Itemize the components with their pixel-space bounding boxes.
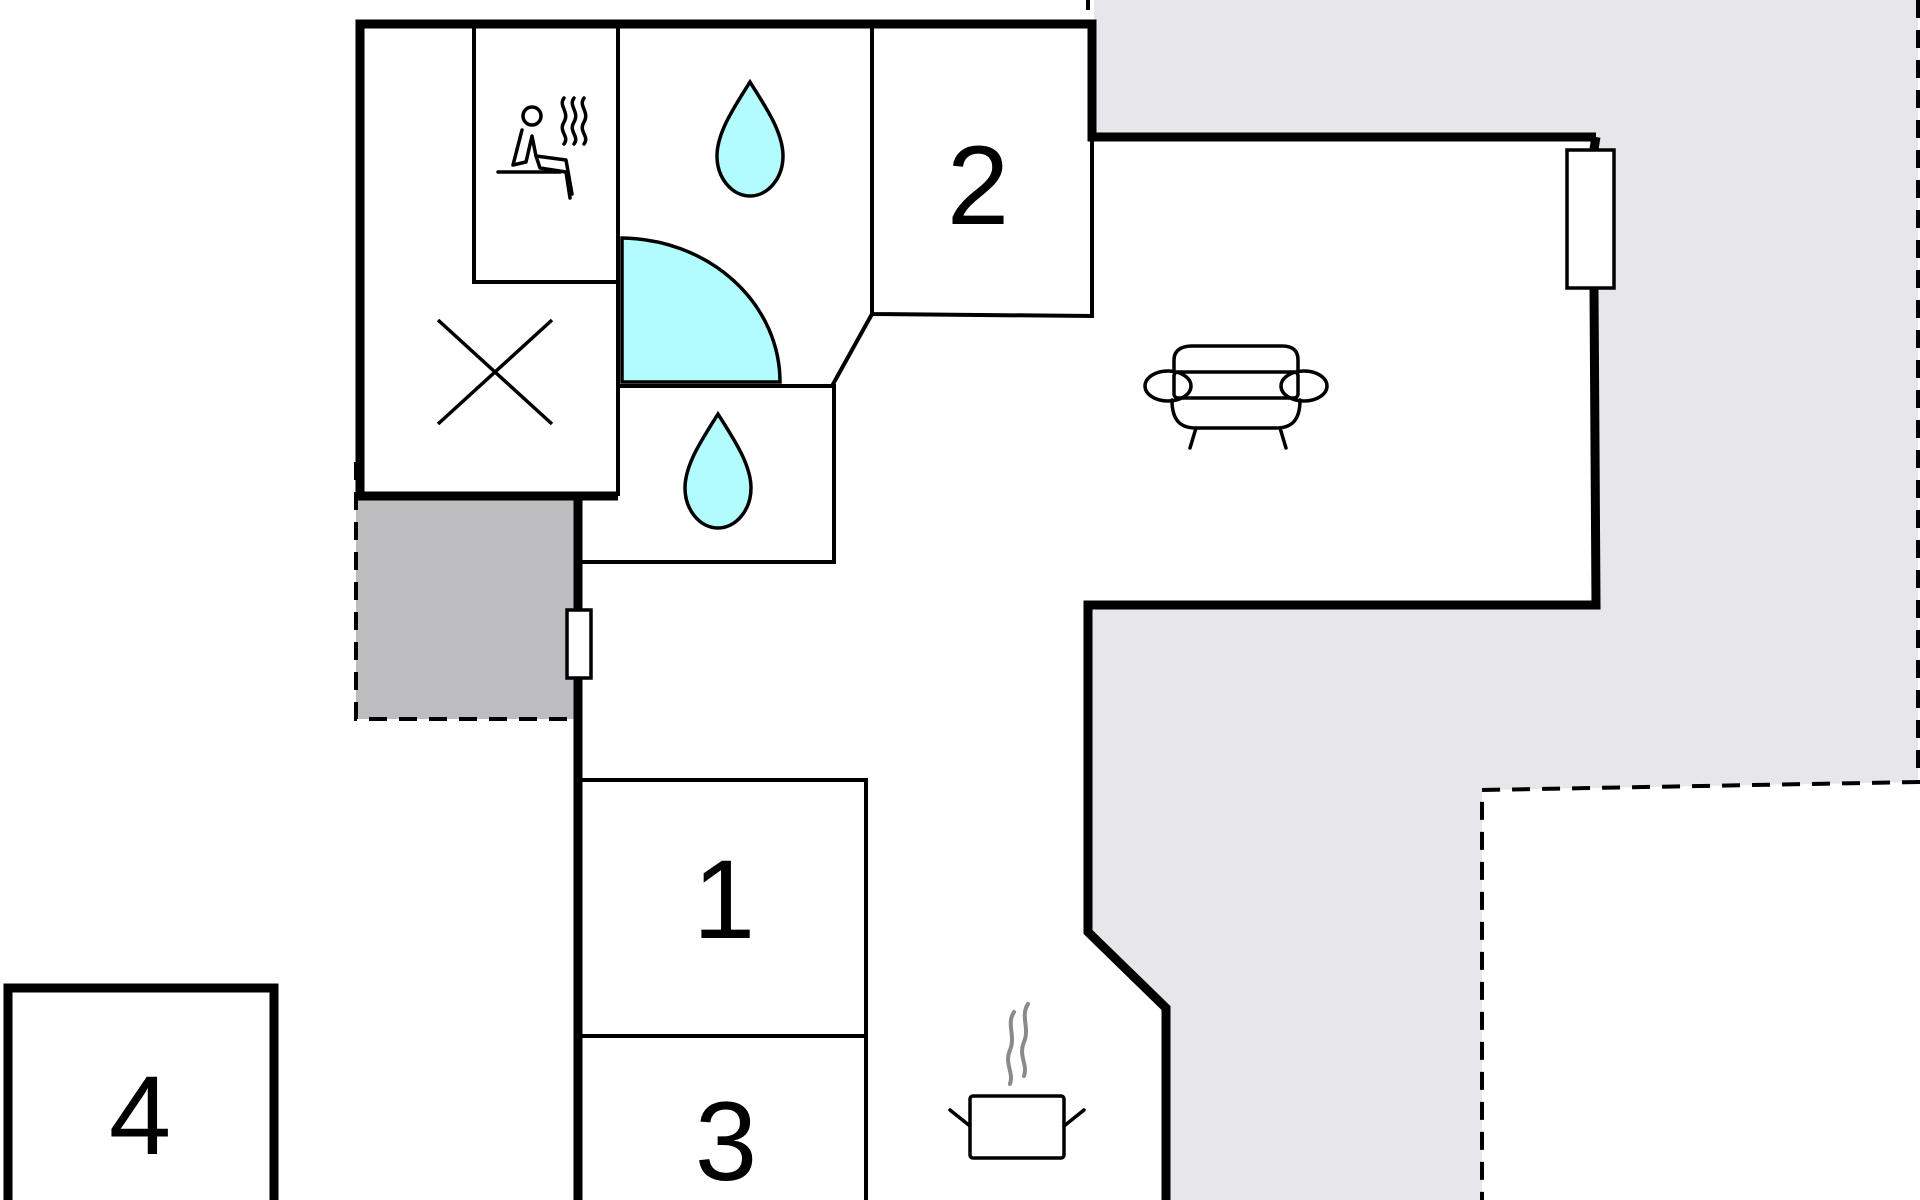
shower-room xyxy=(582,384,836,564)
storage-area xyxy=(354,462,578,721)
terrace-border xyxy=(1086,0,1920,1200)
room-1-number: 1 xyxy=(693,837,755,962)
room-4-number: 4 xyxy=(109,1053,171,1178)
water-drop-icon xyxy=(683,410,753,530)
room-1-3-box xyxy=(582,778,868,1200)
sofa-icon xyxy=(1143,344,1329,450)
east-wall xyxy=(1083,136,1601,1200)
sauna-wall xyxy=(472,28,618,284)
cross-icon xyxy=(436,318,554,426)
room-2-number: 2 xyxy=(947,123,1009,248)
cooking-pot-icon xyxy=(948,1002,1086,1160)
shower-icon xyxy=(620,236,782,384)
terrace-area xyxy=(1086,0,1920,1200)
interior-walls xyxy=(472,28,1094,1200)
sauna-icon xyxy=(496,96,588,200)
window-icon xyxy=(1565,148,1616,290)
room-3-number: 3 xyxy=(695,1079,757,1200)
bath-diagonal xyxy=(830,313,874,387)
window-icon xyxy=(565,608,593,680)
exterior-walls xyxy=(3,19,1601,1200)
terrace-fill xyxy=(1088,0,1918,1200)
storage-fill xyxy=(356,497,578,719)
room-4-wall xyxy=(3,983,279,1200)
water-drop-icon xyxy=(715,78,785,198)
room-2-wall xyxy=(870,28,1094,319)
storage-border xyxy=(354,462,578,721)
north-wall xyxy=(355,19,1596,501)
